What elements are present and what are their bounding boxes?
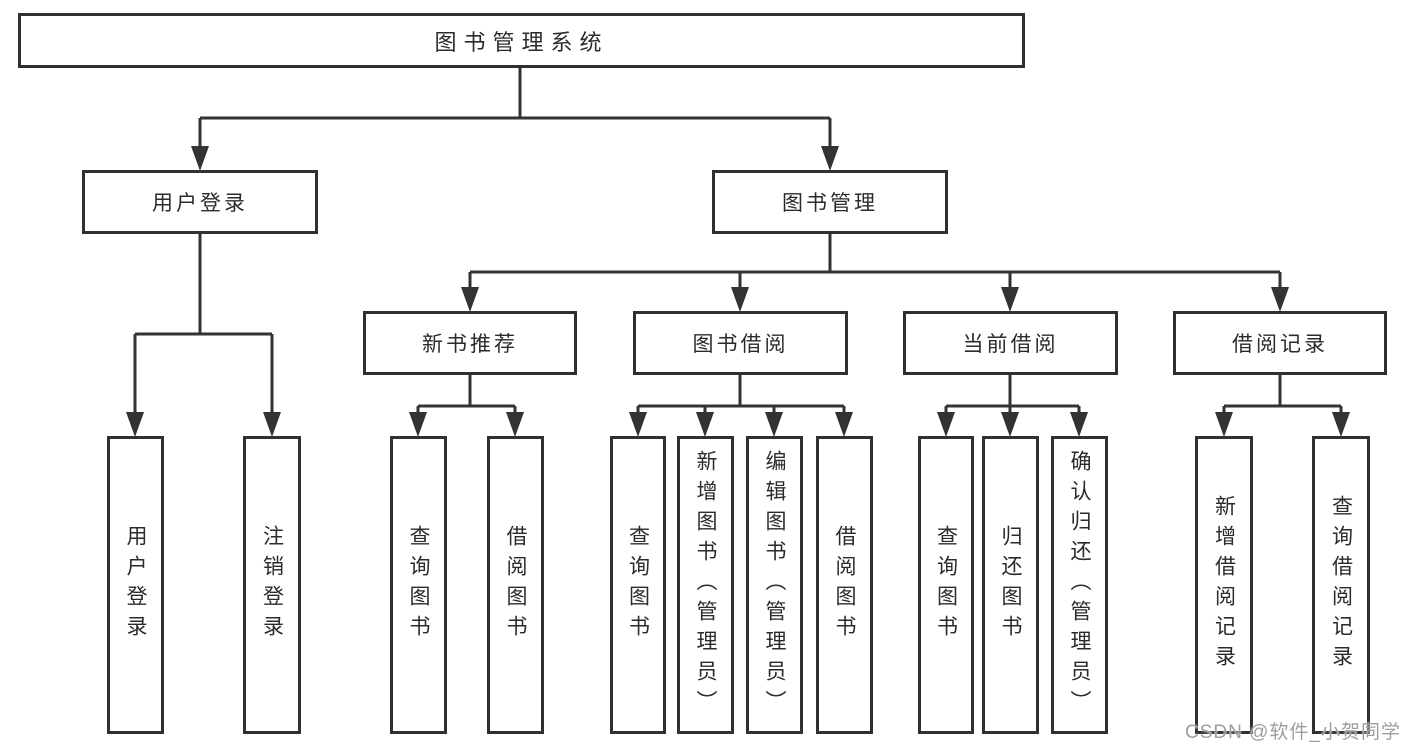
leaf-query-borrow-record: 查询借阅记录 — [1312, 436, 1370, 734]
connector-arrows — [126, 146, 1350, 437]
leaf-borrow-books-2: 借阅图书 — [816, 436, 873, 734]
leaf-label: 注销登录 — [260, 525, 284, 645]
leaf-confirm-return-admin: 确认归还（管理员） — [1051, 436, 1108, 734]
leaf-label: 确认归还（管理员） — [1068, 450, 1091, 720]
node-library-management-system: 图书管理系统 — [18, 13, 1025, 68]
leaf-add-books-admin: 新增图书（管理员） — [677, 436, 734, 734]
node-label: 用户登录 — [152, 192, 248, 215]
leaf-label: 查询图书 — [407, 525, 430, 645]
leaf-label: 查询借阅记录 — [1329, 495, 1353, 675]
leaf-label: 用户登录 — [124, 525, 147, 645]
leaf-return-books: 归还图书 — [982, 436, 1039, 734]
leaf-label: 借阅图书 — [504, 525, 527, 645]
leaf-label: 查询图书 — [626, 525, 650, 645]
leaf-edit-books-admin: 编辑图书（管理员） — [746, 436, 803, 734]
leaf-borrow-books-1: 借阅图书 — [487, 436, 544, 734]
watermark: CSDN @软件_小贺同学 — [1185, 722, 1401, 743]
leaf-label: 新增图书（管理员） — [694, 450, 717, 720]
leaf-query-books-1: 查询图书 — [390, 436, 447, 734]
node-borrowing-records: 借阅记录 — [1173, 311, 1387, 375]
node-label: 当前借阅 — [962, 333, 1059, 356]
node-label: 借阅记录 — [1232, 333, 1328, 356]
leaf-query-books-3: 查询图书 — [918, 436, 974, 734]
connector-paths — [133, 68, 1343, 416]
node-book-borrowing: 图书借阅 — [633, 311, 848, 375]
leaf-label: 借阅图书 — [833, 525, 856, 645]
node-book-management: 图书管理 — [712, 170, 948, 234]
leaf-query-books-2: 查询图书 — [610, 436, 666, 734]
leaf-label: 查询图书 — [934, 525, 958, 645]
node-user-login: 用户登录 — [82, 170, 318, 234]
leaf-label: 归还图书 — [999, 525, 1022, 645]
node-label: 图书管理 — [782, 192, 878, 215]
leaf-logout: 注销登录 — [243, 436, 301, 734]
leaf-add-borrow-record: 新增借阅记录 — [1195, 436, 1253, 734]
node-label: 新书推荐 — [422, 333, 518, 356]
leaf-user-login: 用户登录 — [107, 436, 164, 734]
node-new-book-recommendation: 新书推荐 — [363, 311, 577, 375]
leaf-label: 编辑图书（管理员） — [763, 450, 786, 720]
leaf-label: 新增借阅记录 — [1212, 495, 1236, 675]
node-current-borrowing: 当前借阅 — [903, 311, 1118, 375]
node-label: 图书借阅 — [692, 333, 789, 356]
node-label: 图书管理系统 — [434, 29, 609, 55]
